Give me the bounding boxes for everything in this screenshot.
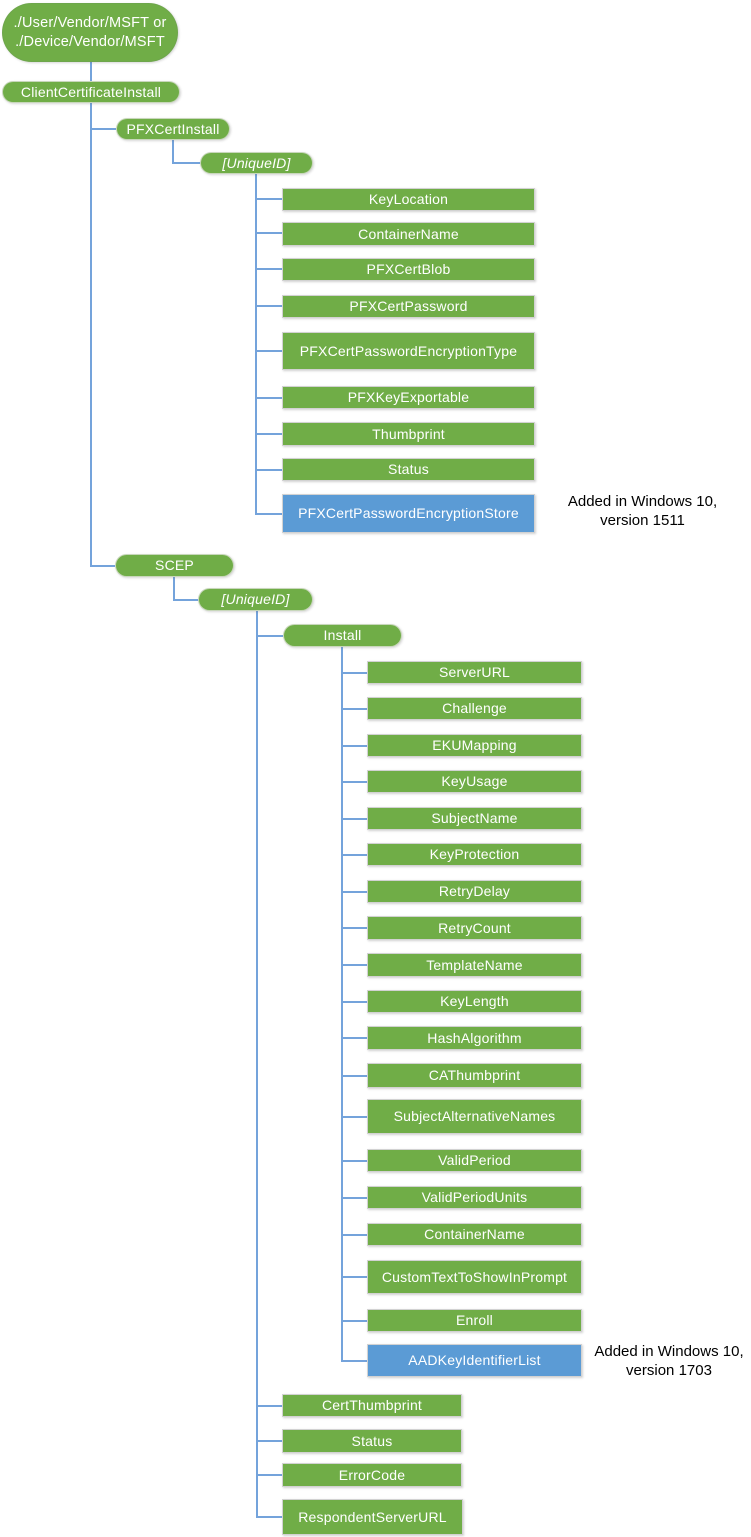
connector-line bbox=[256, 611, 258, 1518]
connector-line bbox=[341, 818, 367, 820]
connector-line bbox=[341, 854, 367, 856]
node-valid-period-units: ValidPeriodUnits bbox=[367, 1186, 582, 1209]
node-scep-status: Status bbox=[282, 1429, 462, 1453]
connector-line bbox=[341, 1197, 367, 1199]
node-retry-delay: RetryDelay bbox=[367, 880, 582, 903]
node-pfx-cert-blob: PFXCertBlob bbox=[282, 258, 535, 281]
node-custom-text-to-show-in-prompt: CustomTextToShowInPrompt bbox=[367, 1260, 582, 1294]
node-client-certificate-install: ClientCertificateInstall bbox=[2, 81, 180, 103]
node-pfx-cert-install: PFXCertInstall bbox=[116, 118, 230, 140]
connector-line bbox=[173, 599, 199, 601]
node-eku-mapping: EKUMapping bbox=[367, 734, 582, 757]
connector-line bbox=[256, 1440, 282, 1442]
node-pfx-cert-password: PFXCertPassword bbox=[282, 295, 535, 318]
connector-line bbox=[341, 964, 367, 966]
connector-line bbox=[341, 781, 367, 783]
connector-line bbox=[173, 577, 175, 601]
connector-line bbox=[341, 1075, 367, 1077]
connector-line bbox=[255, 397, 283, 399]
connector-line bbox=[90, 128, 116, 130]
node-enroll: Enroll bbox=[367, 1309, 582, 1332]
node-error-code: ErrorCode bbox=[282, 1463, 462, 1487]
connector-line bbox=[256, 1516, 282, 1518]
connector-line bbox=[341, 708, 367, 710]
node-pfx-key-exportable: PFXKeyExportable bbox=[282, 386, 535, 409]
node-hash-algorithm: HashAlgorithm bbox=[367, 1026, 582, 1050]
node-aad-key-identifier-list: AADKeyIdentifierList bbox=[367, 1344, 582, 1377]
connector-line bbox=[341, 1320, 367, 1322]
connector-line bbox=[255, 198, 283, 200]
annotation-line: version 1703 bbox=[626, 1362, 712, 1379]
added-note1703: Added in Windows 10, version 1703 bbox=[586, 1342, 751, 1380]
connector-line bbox=[255, 232, 283, 234]
annotation-line: version 1511 bbox=[600, 512, 685, 529]
connector-line bbox=[341, 745, 367, 747]
node-install: Install bbox=[283, 624, 402, 647]
node-subject-alternative-names: SubjectAlternativeNames bbox=[367, 1099, 582, 1134]
node-scep-container-name: ContainerName bbox=[367, 1223, 582, 1246]
connector-line bbox=[90, 62, 92, 82]
connector-line bbox=[255, 268, 283, 270]
connector-line bbox=[90, 103, 92, 567]
added-note1511: Added in Windows 10, version 1511 bbox=[540, 492, 745, 530]
connector-line bbox=[341, 1360, 367, 1362]
annotation-line: Added in Windows 10, bbox=[567, 493, 718, 510]
node-valid-period: ValidPeriod bbox=[367, 1149, 582, 1172]
node-scep: SCEP bbox=[115, 554, 234, 577]
node-scep-unique-id: [UniqueID] bbox=[198, 588, 313, 611]
node-pfx-container-name: ContainerName bbox=[282, 222, 535, 246]
connector-line bbox=[255, 469, 283, 471]
connector-line bbox=[341, 1001, 367, 1003]
node-pfx-cert-password-encryption-store: PFXCertPasswordEncryptionStore bbox=[282, 494, 535, 533]
node-key-length: KeyLength bbox=[367, 990, 582, 1013]
node-respondent-server-url: RespondentServerURL bbox=[282, 1499, 463, 1535]
node-pfx-status: Status bbox=[282, 458, 535, 481]
node-template-name: TemplateName bbox=[367, 953, 582, 977]
connector-line bbox=[255, 350, 283, 352]
connector-line bbox=[255, 305, 283, 307]
node-root: ./User/Vendor/MSFT or ./Device/Vendor/MS… bbox=[2, 3, 178, 62]
connector-line bbox=[341, 1037, 367, 1039]
node-challenge: Challenge bbox=[367, 697, 582, 720]
connector-line bbox=[90, 565, 115, 567]
connector-line bbox=[172, 162, 201, 164]
connector-line bbox=[341, 672, 367, 674]
node-retry-count: RetryCount bbox=[367, 916, 582, 940]
node-server-url: ServerURL bbox=[367, 661, 582, 684]
node-key-usage: KeyUsage bbox=[367, 770, 582, 793]
connector-line bbox=[341, 927, 367, 929]
connector-line bbox=[255, 433, 283, 435]
connector-line bbox=[256, 1405, 282, 1407]
connector-line bbox=[341, 647, 343, 1362]
connector-line bbox=[341, 1234, 367, 1236]
node-thumbprint: Thumbprint bbox=[282, 422, 535, 446]
connector-line bbox=[255, 174, 257, 515]
node-key-protection: KeyProtection bbox=[367, 843, 582, 866]
connector-line bbox=[256, 635, 283, 637]
node-ca-thumbprint: CAThumbprint bbox=[367, 1063, 582, 1088]
annotation-line: Added in Windows 10, bbox=[594, 1343, 744, 1360]
connector-line bbox=[256, 1474, 282, 1476]
node-pfx-unique-id: [UniqueID] bbox=[200, 152, 313, 174]
connector-line bbox=[341, 1160, 367, 1162]
connector-line bbox=[255, 513, 283, 515]
connector-line bbox=[172, 140, 174, 164]
node-cert-thumbprint: CertThumbprint bbox=[282, 1394, 462, 1417]
node-subject-name: SubjectName bbox=[367, 807, 582, 830]
connector-line bbox=[341, 1276, 367, 1278]
node-key-location: KeyLocation bbox=[282, 188, 535, 211]
connector-line bbox=[341, 891, 367, 893]
connector-line bbox=[341, 1116, 367, 1118]
node-pfx-cert-password-encryption-type: PFXCertPasswordEncryptionType bbox=[282, 332, 535, 370]
